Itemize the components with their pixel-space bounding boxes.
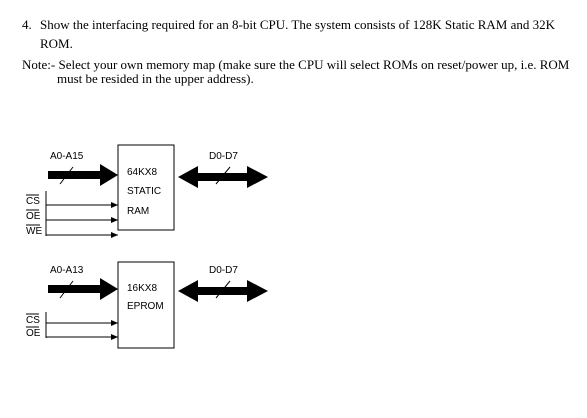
ram-chip-type: STATIC bbox=[127, 186, 161, 197]
note-text: Note:- Select your own memory map (make … bbox=[22, 58, 582, 86]
ram-address-label: A0-A15 bbox=[50, 151, 84, 162]
ram-data-label: D0-D7 bbox=[209, 151, 238, 162]
question-line-1: Show the interfacing required for an 8-b… bbox=[40, 17, 555, 32]
rom-chip bbox=[117, 261, 175, 349]
rom-signal-oe: OE bbox=[26, 328, 41, 339]
rom-data-bus-arrow bbox=[178, 280, 268, 302]
ram-diagram: A0-A15 D0-D7 64KX8 STATIC RAM CS OE WE bbox=[26, 144, 268, 238]
ram-signal-we: WE bbox=[26, 226, 42, 237]
ram-address-bus-arrow bbox=[48, 164, 118, 186]
question-text: 4. Show the interfacing required for an 8… bbox=[22, 15, 582, 53]
rom-address-bus-slash bbox=[59, 280, 74, 299]
rom-address-label: A0-A13 bbox=[50, 265, 84, 276]
ram-chip-size: 64KX8 bbox=[127, 167, 157, 178]
ram-chip-kind: RAM bbox=[127, 206, 149, 217]
rom-address-bus-arrow bbox=[48, 278, 118, 300]
rom-data-label: D0-D7 bbox=[209, 265, 238, 276]
rom-chip-type: EPROM bbox=[127, 301, 164, 312]
rom-chip-size: 16KX8 bbox=[127, 283, 157, 294]
rom-diagram: A0-A13 D0-D7 16KX8 EPROM CS OE bbox=[26, 261, 268, 349]
note-line-1: Note:- Select your own memory map (make … bbox=[22, 57, 570, 72]
question-number: 4. bbox=[22, 17, 32, 32]
rom-signal-cs: CS bbox=[26, 315, 40, 326]
ram-signal-oe: OE bbox=[26, 211, 41, 222]
question-line-2: ROM. bbox=[40, 36, 73, 51]
ram-signal-cs: CS bbox=[26, 196, 40, 207]
ram-address-bus-slash bbox=[59, 166, 74, 185]
ram-data-bus-arrow bbox=[178, 166, 268, 188]
ram-chip bbox=[117, 144, 175, 231]
note-line-2: must be resided in the upper address). bbox=[57, 71, 254, 86]
rom-data-bus-slash bbox=[215, 280, 231, 299]
ram-data-bus-slash bbox=[215, 166, 231, 185]
